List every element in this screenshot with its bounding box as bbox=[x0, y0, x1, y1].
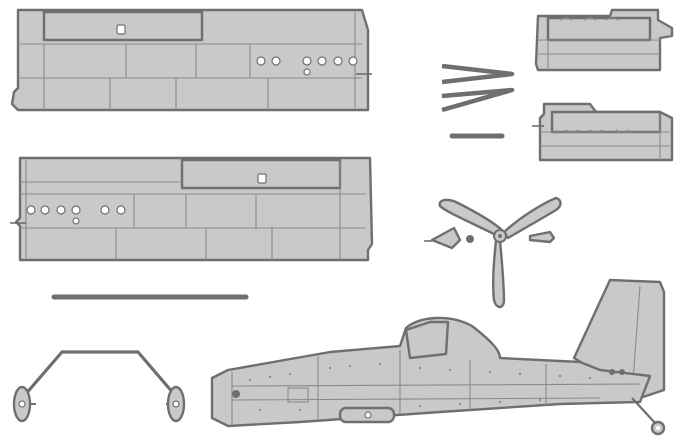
servo-hatch-icon bbox=[116, 24, 126, 35]
servo-hatch-icon bbox=[257, 173, 267, 184]
wing-holes bbox=[256, 56, 358, 76]
cockpit-canopy bbox=[404, 320, 450, 360]
propeller[interactable] bbox=[438, 196, 562, 309]
rivets bbox=[249, 363, 591, 411]
tailplane-lower[interactable] bbox=[532, 102, 674, 162]
fuselage[interactable] bbox=[210, 278, 666, 436]
wire-struts bbox=[441, 63, 515, 139]
wing-holes bbox=[26, 205, 126, 225]
landing-gear[interactable] bbox=[12, 350, 186, 423]
aileron bbox=[42, 10, 204, 42]
tailplane-upper[interactable] bbox=[534, 8, 674, 72]
spinner bbox=[424, 226, 556, 250]
left-wing[interactable] bbox=[10, 156, 374, 262]
right-wing[interactable] bbox=[10, 8, 372, 112]
